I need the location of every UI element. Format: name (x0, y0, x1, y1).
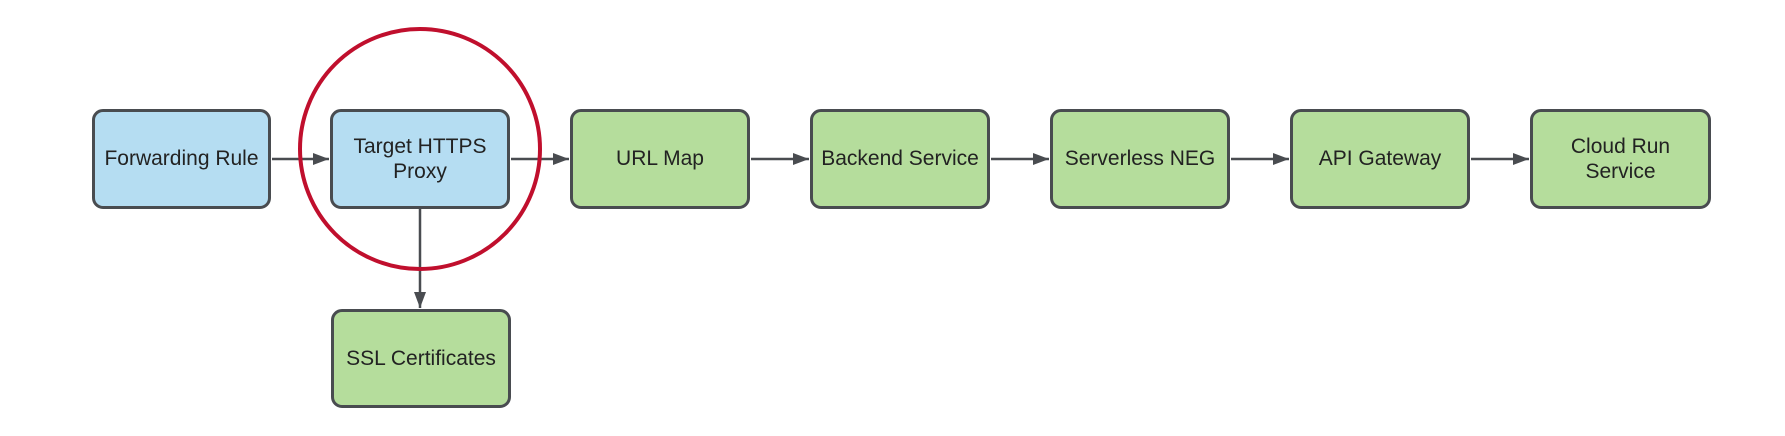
node-ssl-certificates: SSL Certificates (331, 309, 511, 408)
node-serverless-neg: Serverless NEG (1050, 109, 1230, 209)
node-forwarding-rule: Forwarding Rule (92, 109, 271, 209)
node-label: Target HTTPS Proxy (353, 134, 487, 183)
node-cloud-run-service: Cloud Run Service (1530, 109, 1711, 209)
node-label: SSL Certificates (346, 346, 496, 370)
node-label: Cloud Run Service (1570, 134, 1671, 183)
node-backend-service: Backend Service (810, 109, 990, 209)
node-api-gateway: API Gateway (1290, 109, 1470, 209)
node-label: URL Map (616, 147, 704, 171)
node-label: Forwarding Rule (104, 147, 259, 171)
node-url-map: URL Map (570, 109, 750, 209)
node-label: Backend Service (821, 147, 979, 171)
node-label: API Gateway (1318, 147, 1442, 171)
node-target-https-proxy: Target HTTPS Proxy (330, 109, 510, 209)
node-label: Serverless NEG (1064, 147, 1216, 171)
